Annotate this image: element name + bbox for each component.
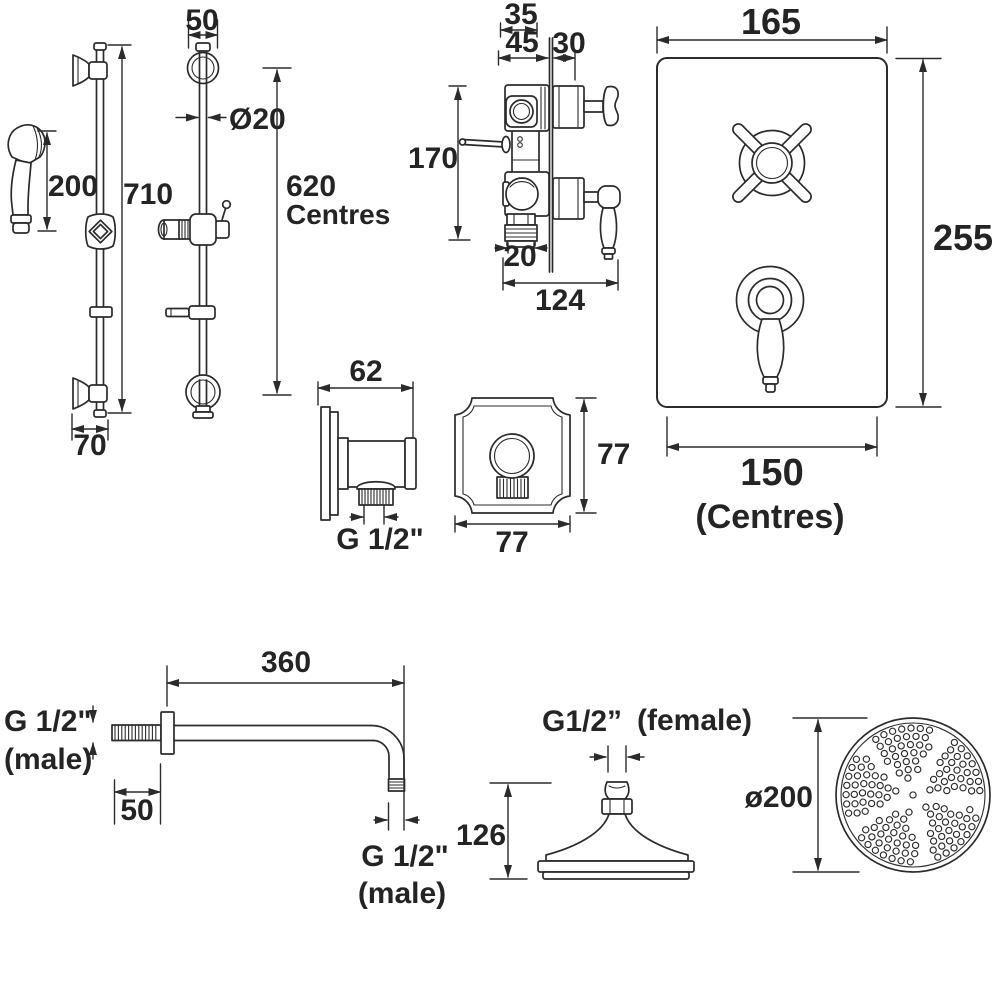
rail-top-bracket (72, 54, 108, 87)
wall-outlet-side-view: 62 G 1/2" (317, 355, 424, 556)
dim-label-bracket-projection: 70 (73, 429, 106, 462)
dim-label-valve-behind: 30 (552, 27, 585, 60)
elbow-outlet-thread (358, 488, 394, 506)
dim-rail-bracket-width: 50 (185, 4, 219, 49)
dim-valve-top: 35 (499, 0, 538, 38)
dim-elbow-projection: 62 (317, 355, 414, 438)
arm-tip-gender-label: (male) (358, 877, 446, 910)
valve-front-body (458, 84, 550, 248)
dim-label-elbow-projection: 62 (349, 355, 382, 388)
dim-outlet-plate-height: 77 (575, 397, 630, 514)
shower-handset-drawing (7, 124, 46, 234)
rail-bottom-plate (185, 374, 221, 419)
dim-label-valve-top: 35 (504, 0, 537, 31)
dim-faceplate-height: 255 (895, 57, 993, 408)
dim-valve-front-behind: 45 30 (497, 26, 586, 81)
valve-side-view: 35 45 30 170 20 124 (408, 0, 621, 317)
nozzle-pattern (842, 724, 984, 866)
wall-outlet-front-view: 77 77 (454, 397, 630, 559)
dim-label-rail-centres-word: Centres (286, 199, 390, 230)
arm-wall-thread (111, 724, 162, 742)
dim-faceplate-width: 165 (656, 1, 888, 54)
dim-elbow-thread: G 1/2" (336, 505, 424, 556)
shower-head-side-view: G1/2” (female) 126 (456, 704, 752, 880)
dim-label-rail-bracket-width: 50 (185, 4, 218, 37)
rail-bottom-bracket (72, 377, 108, 410)
faceplate-cross-handle (732, 123, 812, 203)
arm-inlet-thread-label: G 1/2" (4, 705, 92, 738)
dim-head-height: 126 (456, 782, 552, 880)
dim-label-valve-outlet: 20 (503, 240, 536, 273)
dim-bracket-projection: 70 (71, 413, 109, 462)
dim-label-outlet-plate-width: 77 (495, 526, 528, 559)
dim-valve-outlet: 20 (494, 240, 548, 273)
dim-arm-projection: 360 (166, 646, 405, 831)
shower-head-face-view: ø200 (745, 717, 991, 873)
arm-tip-thread-label: G 1/2" (361, 840, 449, 873)
dim-label-arm-thread-length: 50 (120, 794, 153, 827)
slide-rail-front-view: 50 Ø20 620 Centres (157, 4, 390, 419)
dim-valve-height: 170 (408, 85, 471, 241)
head-inlet-thread-label: G1/2” (542, 705, 622, 738)
head-inlet-gender-label: (female) (637, 704, 752, 737)
dim-rail-fixing-centres: 620 Centres (262, 67, 390, 396)
dim-label-valve-height: 170 (408, 142, 458, 175)
rail-lower-holder (165, 305, 216, 320)
dim-label-head-height: 126 (456, 819, 506, 852)
dim-label-elbow-thread: G 1/2" (336, 523, 424, 556)
dim-label-handset-length: 200 (48, 170, 98, 203)
lever-handle-side (599, 207, 618, 249)
slide-rail-side-view: 200 710 (7, 42, 173, 462)
dim-rail-height: 710 (107, 44, 173, 414)
dim-rail-tube-diameter: Ø20 (175, 103, 286, 136)
dim-label-rail-centres-value: 620 (286, 170, 336, 203)
outlet-plate-thread-boss (496, 476, 529, 499)
dim-faceplate-centres: 150 (Centres) (666, 416, 878, 536)
dim-label-rail-height: 710 (123, 178, 173, 211)
dim-label-faceplate-centres-value: 150 (740, 452, 803, 494)
shower-arm-view: G 1/2" (male) 360 50 (4, 646, 449, 910)
arm-tip-thread (387, 778, 406, 792)
arm-inlet-gender-label: (male) (4, 743, 92, 776)
dim-label-faceplate-height: 255 (933, 217, 993, 258)
lever-knob-side (597, 185, 621, 209)
dim-outlet-plate-width: 77 (454, 515, 571, 559)
dim-label-faceplate-width: 165 (741, 1, 801, 42)
dim-label-valve-width: 124 (535, 284, 585, 317)
dim-label-outlet-plate-height: 77 (597, 438, 630, 471)
cross-handle-side (602, 85, 619, 127)
dim-arm-tip-thread: G 1/2" (male) (358, 802, 449, 910)
dim-label-faceplate-centres-word: (Centres) (695, 498, 844, 536)
dim-label-valve-front: 45 (505, 26, 538, 59)
valve-rear-cartridges (552, 85, 621, 260)
dim-arm-thread-length: 50 (113, 763, 162, 827)
dim-head-diameter: ø200 (745, 717, 868, 873)
faceplate-lever-handle (735, 265, 805, 393)
dim-head-inlet (589, 745, 645, 773)
dim-label-head-diameter: ø200 (745, 781, 813, 814)
dim-valve-width: 124 (502, 257, 619, 317)
dim-label-arm-projection: 360 (261, 646, 311, 679)
rail-slider-diamond (84, 213, 117, 250)
valve-side-lever (462, 138, 505, 148)
rail-slider-holder (157, 199, 232, 246)
valve-faceplate-front: 165 255 150 (Centres) (656, 1, 993, 536)
dim-handset-length: 200 (37, 130, 98, 232)
